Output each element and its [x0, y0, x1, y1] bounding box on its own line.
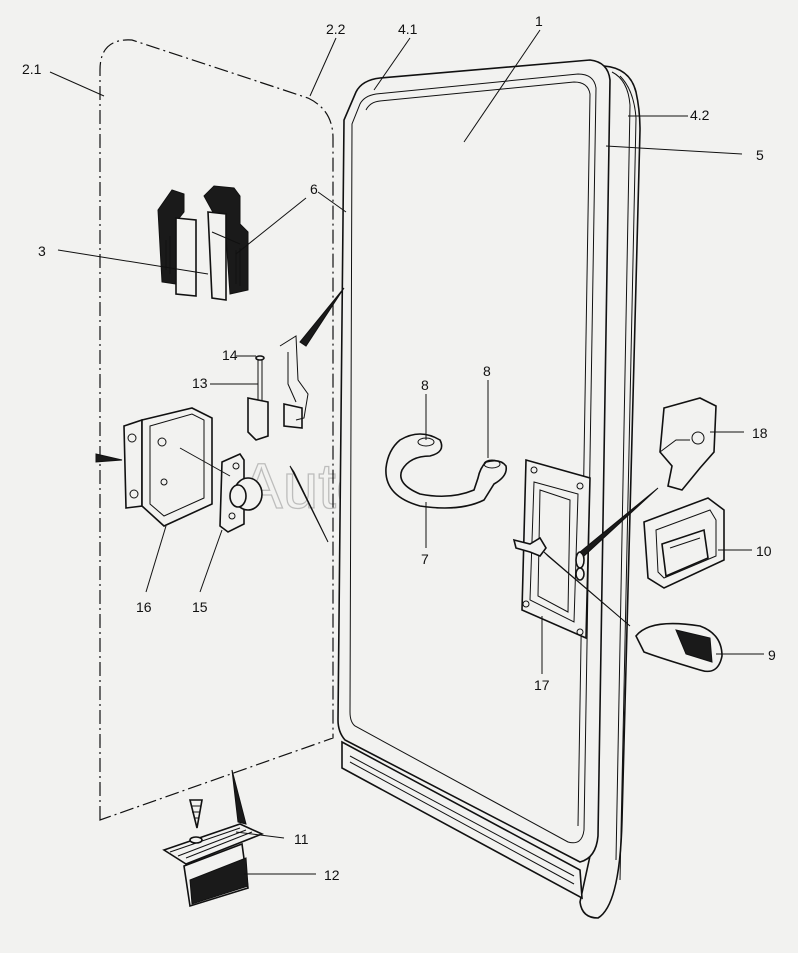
callout-labels: 1 2.1 2.2 4.1 4.2 5 3 6 14 13 8 8 7 18 1…: [22, 13, 776, 883]
callout-4-2: 4.2: [690, 107, 710, 123]
callout-17: 17: [534, 677, 550, 693]
handle-socket: [643, 497, 725, 589]
callout-11: 11: [294, 831, 309, 847]
latch-cover: [659, 397, 717, 491]
callout-14: 14: [222, 347, 238, 363]
hinge-bracket: [157, 185, 249, 301]
callout-2-2: 2.2: [326, 21, 346, 37]
leader-lines: [49, 29, 764, 875]
brush-seal: [183, 842, 249, 908]
key: [635, 622, 723, 673]
callout-8b: 8: [483, 363, 491, 379]
callout-16: 16: [136, 599, 152, 615]
inner-panel-outline: [99, 39, 334, 821]
callout-12: 12: [324, 867, 340, 883]
bottom-bracket: [162, 769, 265, 865]
callout-9: 9: [768, 647, 776, 663]
callout-10: 10: [756, 543, 772, 559]
striker-plate: [179, 447, 329, 543]
callout-7: 7: [421, 551, 429, 567]
callout-5: 5: [756, 147, 764, 163]
lock-plate: [512, 458, 659, 640]
callout-18: 18: [752, 425, 768, 441]
callout-15: 15: [192, 599, 208, 615]
callout-6: 6: [310, 181, 318, 197]
hinge-pin: [247, 287, 345, 441]
callout-1: 1: [535, 13, 543, 29]
callout-8a: 8: [421, 377, 429, 393]
callout-2-1: 2.1: [22, 61, 42, 77]
lock-box: [95, 407, 213, 527]
pull-handle: [385, 433, 508, 509]
callout-13: 13: [192, 375, 208, 391]
callout-4-1: 4.1: [398, 21, 418, 37]
callout-3: 3: [38, 243, 46, 259]
